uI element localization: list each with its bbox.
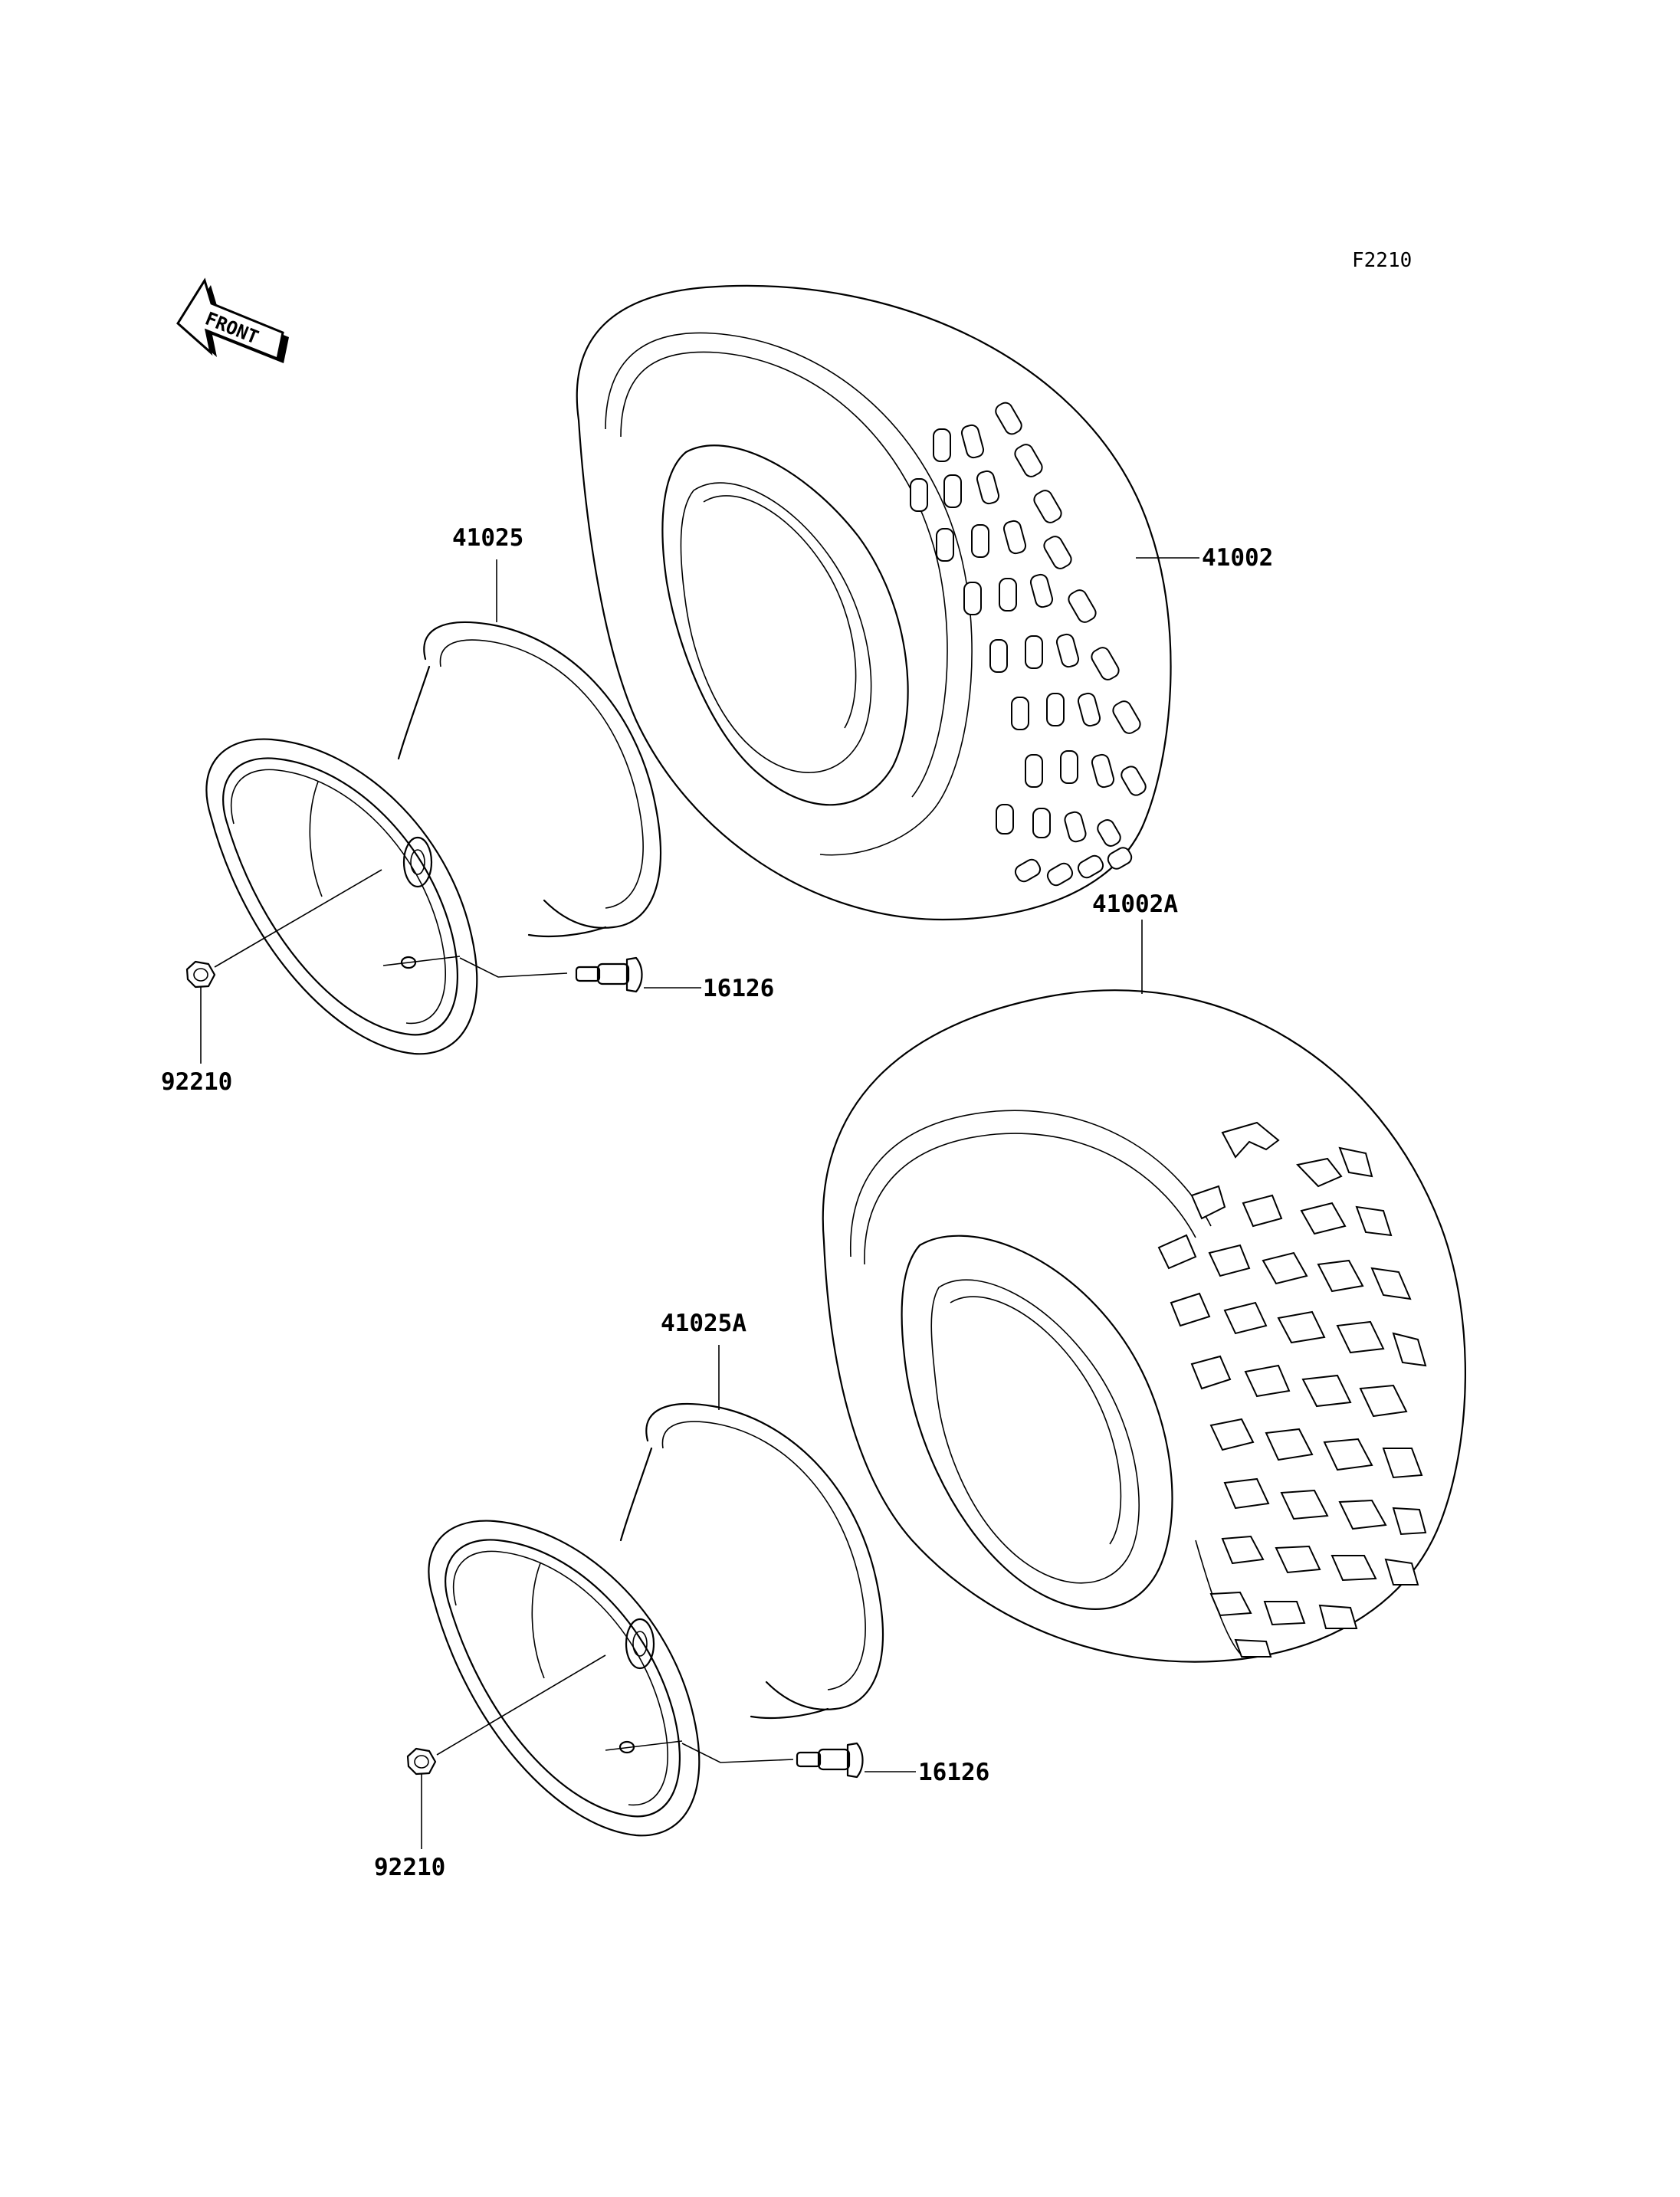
rear-tire (822, 989, 1466, 1663)
rear-wheel (428, 1402, 884, 1837)
label-valve-rear: 16126 (918, 1759, 989, 1786)
label-wheel-front: 41025 (452, 524, 523, 552)
label-nut-front: 92210 (161, 1068, 232, 1096)
front-arrow-icon: FRONT (176, 277, 289, 363)
label-valve-front: 16126 (703, 975, 774, 1002)
label-tire-rear: 41002A (1092, 890, 1178, 918)
rear-nut-icon (406, 1747, 437, 1849)
label-tire-front: 41002 (1202, 544, 1273, 572)
front-tire (576, 284, 1172, 921)
rear-valve-icon (681, 1742, 916, 1779)
figure-code: F2210 (1352, 249, 1412, 272)
label-nut-rear: 92210 (374, 1854, 445, 1881)
front-wheel (205, 621, 661, 1055)
label-wheel-rear: 41025A (661, 1310, 746, 1337)
front-nut-icon (185, 960, 216, 1064)
front-valve-icon (459, 956, 701, 993)
